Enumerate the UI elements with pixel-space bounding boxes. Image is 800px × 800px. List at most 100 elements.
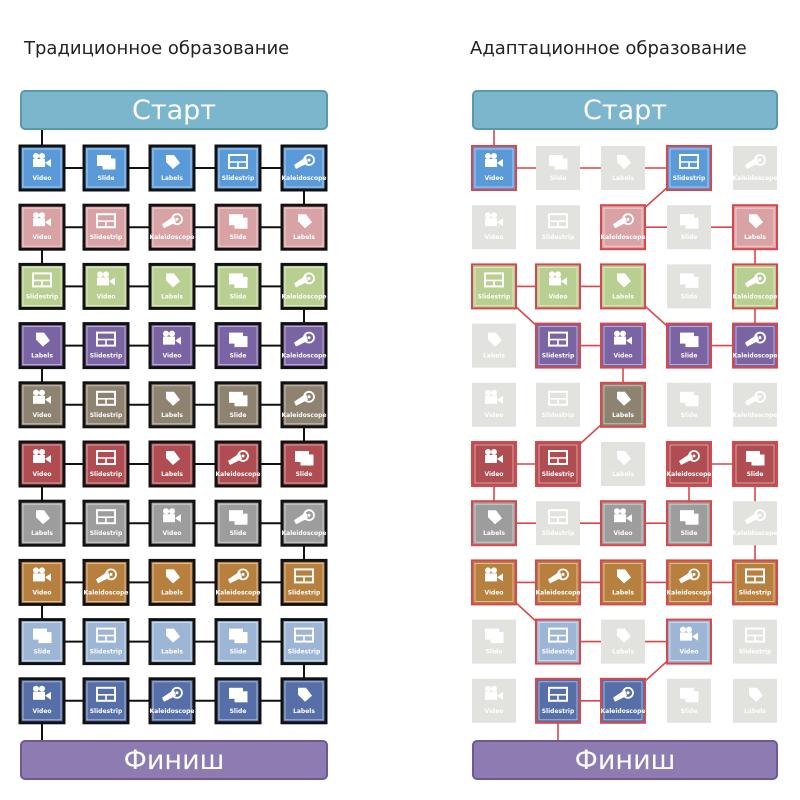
module-tile: Kaleidoscope bbox=[82, 558, 130, 606]
module-tile: Kaleidoscope bbox=[280, 262, 328, 310]
module-tile: Slidestrip bbox=[536, 382, 580, 427]
tile-label: Slidestrip bbox=[288, 589, 321, 596]
module-tile: Labels bbox=[471, 500, 517, 547]
module-tile: Kaleidoscope bbox=[280, 381, 328, 429]
module-tile: Slidestrip bbox=[536, 205, 580, 250]
tile-label: Video bbox=[162, 353, 181, 360]
module-tile: Video bbox=[18, 440, 66, 488]
adaptive-title: Адаптационное образование bbox=[470, 38, 747, 59]
tile-label: Video bbox=[484, 708, 503, 715]
tile-label: Labels bbox=[31, 530, 53, 537]
module-tile: Slide bbox=[214, 618, 262, 666]
tile-label: Slidestrip bbox=[90, 649, 123, 656]
tile-label: Slide bbox=[98, 175, 115, 182]
tile-label: Kaleidoscope bbox=[667, 589, 712, 596]
tile-label: Video bbox=[32, 471, 51, 478]
slide-icon bbox=[680, 391, 699, 407]
tile-label: Slide bbox=[747, 471, 764, 478]
module-tile: Labels bbox=[472, 323, 516, 368]
tile-label: Video bbox=[32, 175, 51, 182]
tile-label: Slide bbox=[681, 708, 698, 715]
slidestrip-icon bbox=[548, 509, 568, 525]
kaleidoscope-icon bbox=[745, 272, 766, 288]
slidestrip-icon bbox=[294, 627, 314, 643]
tile-label: Slide bbox=[681, 293, 698, 300]
module-tile: Kaleidoscope bbox=[148, 677, 196, 725]
video-camera-icon bbox=[680, 626, 698, 641]
tile-label: Video bbox=[32, 708, 51, 715]
label-tag-icon bbox=[488, 332, 502, 347]
tile-label: Video bbox=[484, 471, 503, 478]
tile-label: Slidestrip bbox=[739, 589, 772, 596]
slide-icon bbox=[549, 155, 568, 170]
video-camera-icon bbox=[485, 567, 503, 582]
module-tile: Video bbox=[18, 677, 66, 725]
tile-label: Labels bbox=[161, 175, 183, 182]
video-camera-icon bbox=[163, 508, 181, 523]
module-tile: Slidestrip bbox=[733, 619, 777, 664]
module-tile: Kaleidoscope bbox=[732, 263, 778, 310]
tile-label: Video bbox=[32, 412, 51, 419]
label-tag-icon bbox=[617, 273, 631, 288]
tile-label: Slidestrip bbox=[90, 234, 123, 241]
module-tile: Video bbox=[148, 499, 196, 547]
module-tile: Labels bbox=[148, 381, 196, 429]
video-camera-icon bbox=[549, 271, 567, 286]
tile-label: Kaleidoscope bbox=[733, 175, 778, 182]
video-camera-icon bbox=[485, 389, 503, 404]
kaleidoscope-icon bbox=[745, 390, 766, 406]
slide-icon bbox=[746, 451, 765, 466]
tile-label: Slide bbox=[230, 293, 247, 300]
traditional-start-bar: Старт bbox=[20, 90, 328, 130]
module-tile: Slidestrip bbox=[535, 618, 581, 665]
kaleidoscope-icon bbox=[228, 450, 249, 465]
module-tile: Slide bbox=[82, 144, 130, 192]
module-tile: Slidestrip bbox=[280, 558, 328, 606]
label-tag-icon bbox=[36, 332, 50, 347]
module-tile: Slide bbox=[280, 440, 328, 488]
module-tile: Video bbox=[18, 144, 66, 192]
slidestrip-icon bbox=[548, 627, 568, 643]
tile-label: Video bbox=[162, 530, 181, 537]
module-tile: Slide bbox=[536, 146, 580, 190]
module-tile: Slide bbox=[18, 618, 66, 666]
slidestrip-icon bbox=[96, 627, 116, 643]
tile-label: Slidestrip bbox=[739, 649, 772, 656]
module-tile: Slidestrip bbox=[732, 559, 778, 606]
module-tile: Slide bbox=[214, 499, 262, 547]
label-tag-icon bbox=[166, 155, 180, 169]
label-tag-icon bbox=[166, 391, 180, 406]
slidestrip-icon bbox=[294, 568, 314, 584]
module-tile: Video bbox=[600, 500, 646, 547]
slidestrip-icon bbox=[96, 450, 116, 465]
kaleidoscope-icon bbox=[96, 568, 117, 584]
tile-label: Slidestrip bbox=[90, 353, 123, 360]
label-tag-icon bbox=[617, 628, 631, 643]
tile-label: Kaleidoscope bbox=[536, 589, 581, 596]
module-tile: Slide bbox=[214, 322, 262, 370]
video-camera-icon bbox=[33, 567, 51, 582]
tile-label: Kaleidoscope bbox=[601, 708, 646, 715]
video-camera-icon bbox=[163, 330, 181, 345]
module-tile: Slidestrip bbox=[535, 322, 581, 369]
slide-icon bbox=[229, 391, 248, 407]
module-tile: Labels bbox=[601, 619, 645, 664]
tile-label: Kaleidoscope bbox=[84, 589, 129, 596]
kaleidoscope-icon bbox=[548, 568, 569, 584]
kaleidoscope-icon bbox=[294, 390, 315, 406]
module-tile: Kaleidoscope bbox=[733, 146, 778, 190]
module-tile: Labels bbox=[148, 558, 196, 606]
tile-label: Labels bbox=[161, 589, 183, 596]
kaleidoscope-icon bbox=[679, 450, 700, 465]
slide-icon bbox=[680, 332, 699, 348]
module-tile: Labels bbox=[600, 263, 646, 310]
tile-label: Slidestrip bbox=[90, 708, 123, 715]
slide-icon bbox=[229, 628, 248, 644]
video-camera-icon bbox=[485, 212, 503, 227]
module-tile: Kaleidoscope bbox=[600, 204, 646, 251]
tile-label: Kaleidoscope bbox=[733, 530, 778, 537]
video-camera-icon bbox=[33, 212, 51, 227]
module-tile: Labels bbox=[148, 440, 196, 488]
module-tile: Slidestrip bbox=[82, 203, 130, 251]
